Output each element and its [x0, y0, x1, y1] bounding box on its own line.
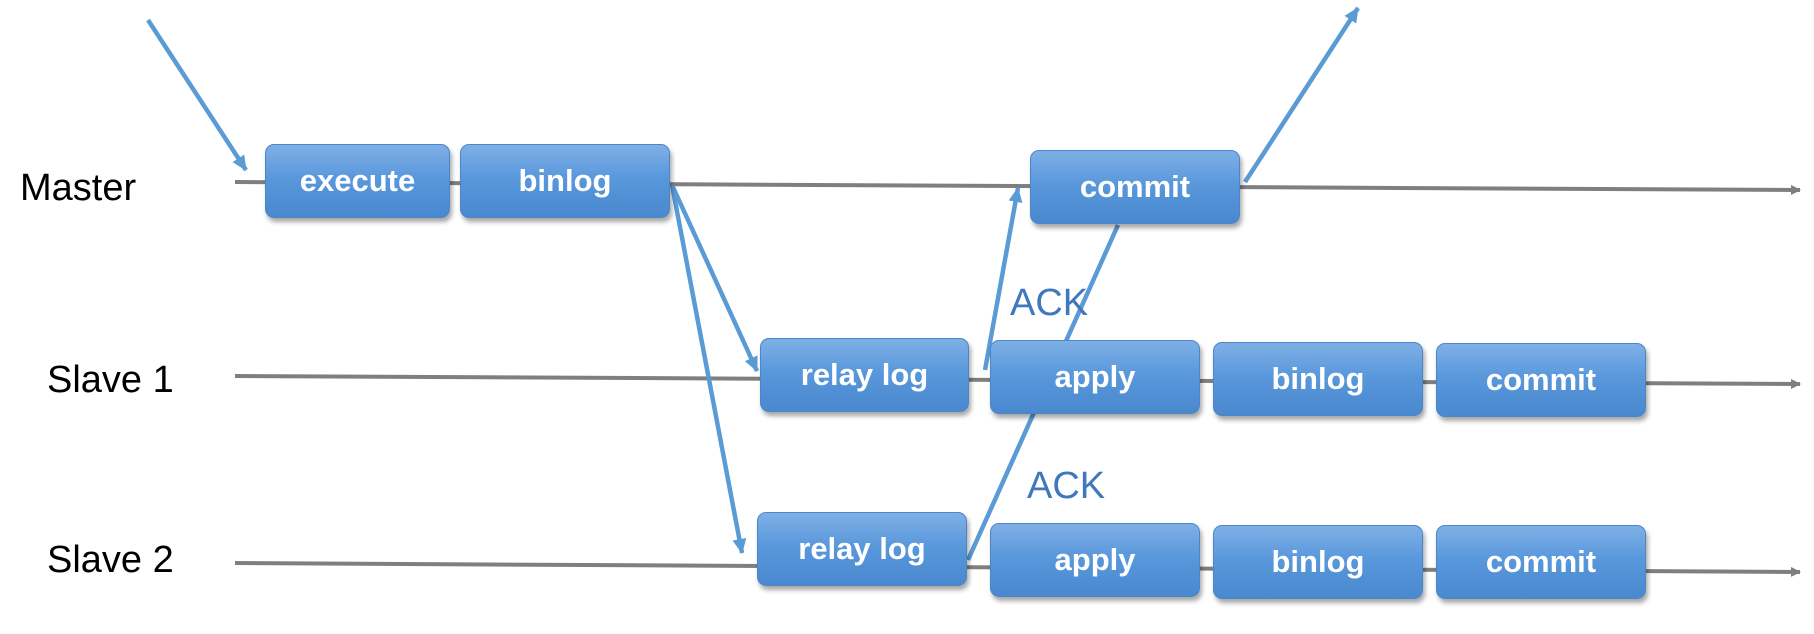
master-label: Master [20, 167, 137, 209]
master-commit-box: commit [1030, 150, 1240, 224]
client-request-arrow [146, 18, 248, 172]
slave1-label: Slave 1 [47, 359, 174, 401]
slave2-commit-box: commit [1436, 525, 1646, 599]
slave2-relay-log-box: relay log [757, 512, 967, 586]
slave1-commit-box: commit [1436, 343, 1646, 417]
master-execute-box: execute [265, 144, 450, 218]
slave1-binlog-box: binlog [1213, 342, 1423, 416]
binlog-to-slave2-relay-arrow [669, 184, 747, 554]
slave2-binlog-box: binlog [1213, 525, 1423, 599]
binlog-to-slave1-relay-arrow [669, 184, 760, 372]
slave2-apply-box: apply [990, 523, 1200, 597]
master-binlog-box: binlog [460, 144, 670, 218]
slave1-ack-label: ACK [1010, 282, 1089, 324]
slave1-relay-log-box: relay log [760, 338, 969, 412]
slave2-label: Slave 2 [47, 539, 174, 581]
slave1-ack-arrow [982, 187, 1023, 371]
slave2-ack-label: ACK [1027, 465, 1106, 507]
slave1-apply-box: apply [990, 340, 1200, 414]
client-response-arrow [1243, 6, 1360, 184]
